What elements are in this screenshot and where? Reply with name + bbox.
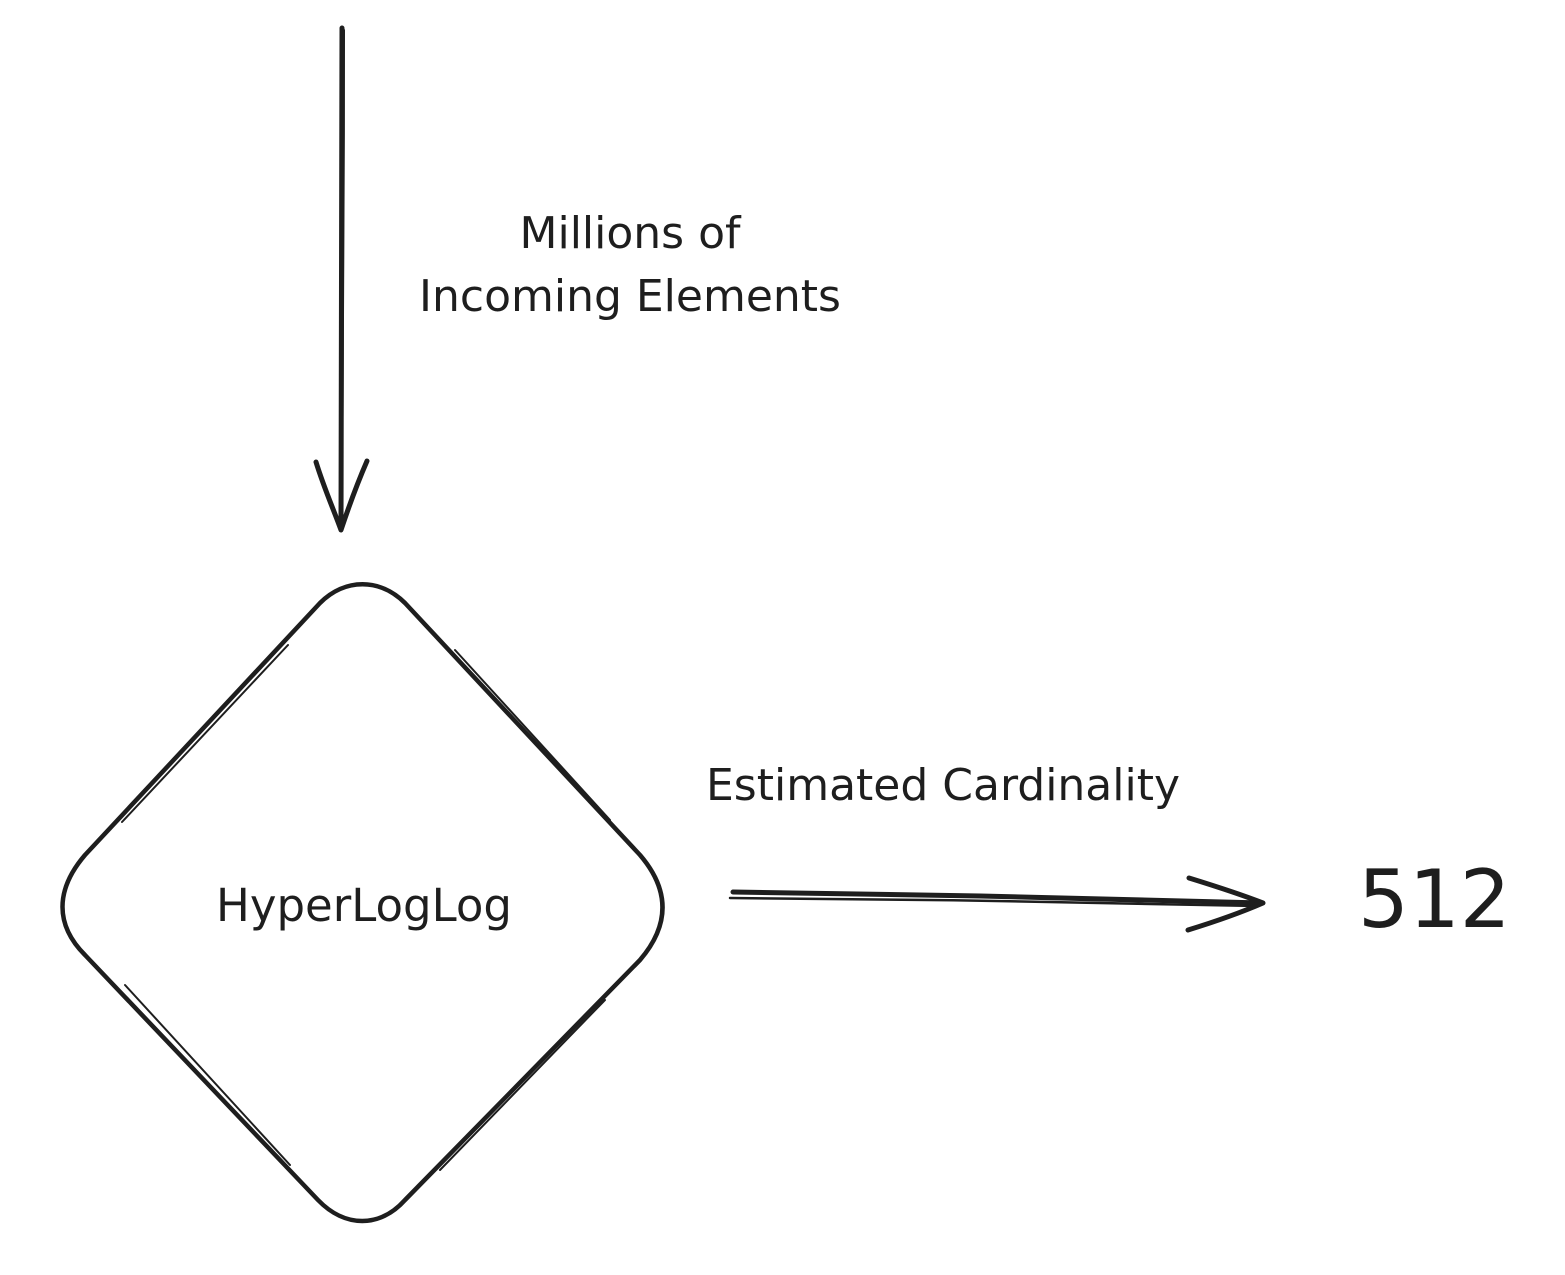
hyperloglog-label: HyperLogLog <box>216 879 512 932</box>
output-arrow-shaft-trace <box>728 896 1260 908</box>
hyperloglog-diamond-trace <box>121 644 611 1171</box>
cardinality-result-value: 512 <box>1358 853 1511 946</box>
incoming-arrow-shaft <box>338 25 345 531</box>
incoming-elements-label-line-1: Millions of <box>519 208 741 259</box>
incoming-elements-label-line-2: Incoming Elements <box>419 271 841 322</box>
hyperloglog-node[interactable] <box>60 582 665 1224</box>
incoming-arrow-shaft-trace <box>341 29 345 521</box>
output-arrow[interactable] <box>728 875 1266 933</box>
output-arrow-head <box>1185 875 1266 933</box>
hyperloglog-diamond-shape <box>60 582 665 1224</box>
output-arrow-shaft <box>730 889 1265 906</box>
incoming-elements-label: Millions of Incoming Elements <box>380 202 880 328</box>
incoming-arrow-head <box>313 458 370 533</box>
estimated-cardinality-label: Estimated Cardinality <box>706 760 1181 811</box>
incoming-arrow[interactable] <box>313 25 370 533</box>
